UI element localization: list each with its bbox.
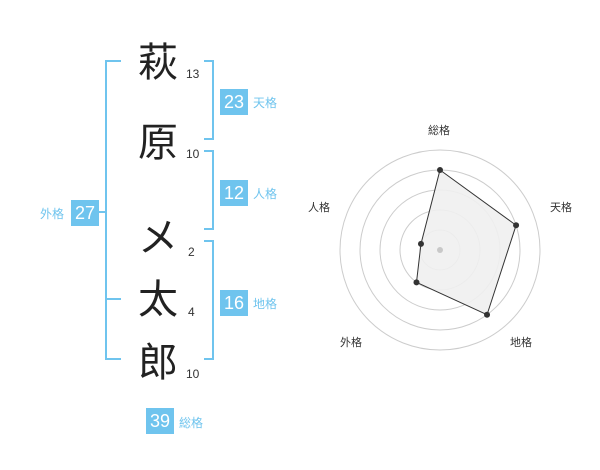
stroke-count-1: 13 — [186, 67, 200, 81]
name-char-5: 郎 — [138, 340, 178, 386]
stroke-count-3: 2 — [188, 245, 195, 259]
radar-center-dot — [437, 247, 443, 253]
chikaku-label: 地格 — [253, 297, 278, 311]
tenkaku-label: 天格 — [253, 96, 278, 110]
radar-data-polygon — [415, 169, 517, 316]
name-char-1: 萩 — [138, 40, 178, 86]
name-char-3: メ — [138, 215, 178, 261]
radar-axis-label-tenkaku: 天格 — [550, 201, 572, 214]
radar-axis-label-jinkaku: 人格 — [308, 201, 330, 214]
jinkaku-value: 12 — [220, 180, 248, 206]
radar-point-2 — [513, 222, 520, 229]
name-char-2: 原 — [138, 120, 178, 166]
stroke-count-2: 10 — [186, 147, 200, 161]
tenkaku-value: 23 — [220, 89, 248, 115]
chikaku-value: 16 — [220, 290, 248, 316]
name-char-4: 太 — [138, 277, 178, 323]
jinkaku-label: 人格 — [253, 187, 278, 201]
radar-point-5 — [417, 240, 424, 247]
gaikaku-value: 27 — [71, 200, 99, 226]
radar-point-4 — [413, 279, 420, 286]
soukaku-value: 39 — [146, 408, 174, 434]
radar-axis-label-soukaku: 総格 — [428, 124, 450, 137]
radar-point-1 — [437, 167, 443, 173]
stroke-count-4: 4 — [188, 305, 195, 319]
gaikaku-label: 外格 — [40, 207, 65, 221]
soukaku-label: 総格 — [179, 416, 204, 430]
radar-axis-label-chikaku: 地格 — [510, 336, 532, 349]
radar-point-3 — [484, 311, 491, 318]
radar-grid-ring-5 — [339, 149, 541, 351]
stroke-count-5: 10 — [186, 367, 200, 381]
radar-axis-label-gaikaku: 外格 — [340, 336, 362, 349]
